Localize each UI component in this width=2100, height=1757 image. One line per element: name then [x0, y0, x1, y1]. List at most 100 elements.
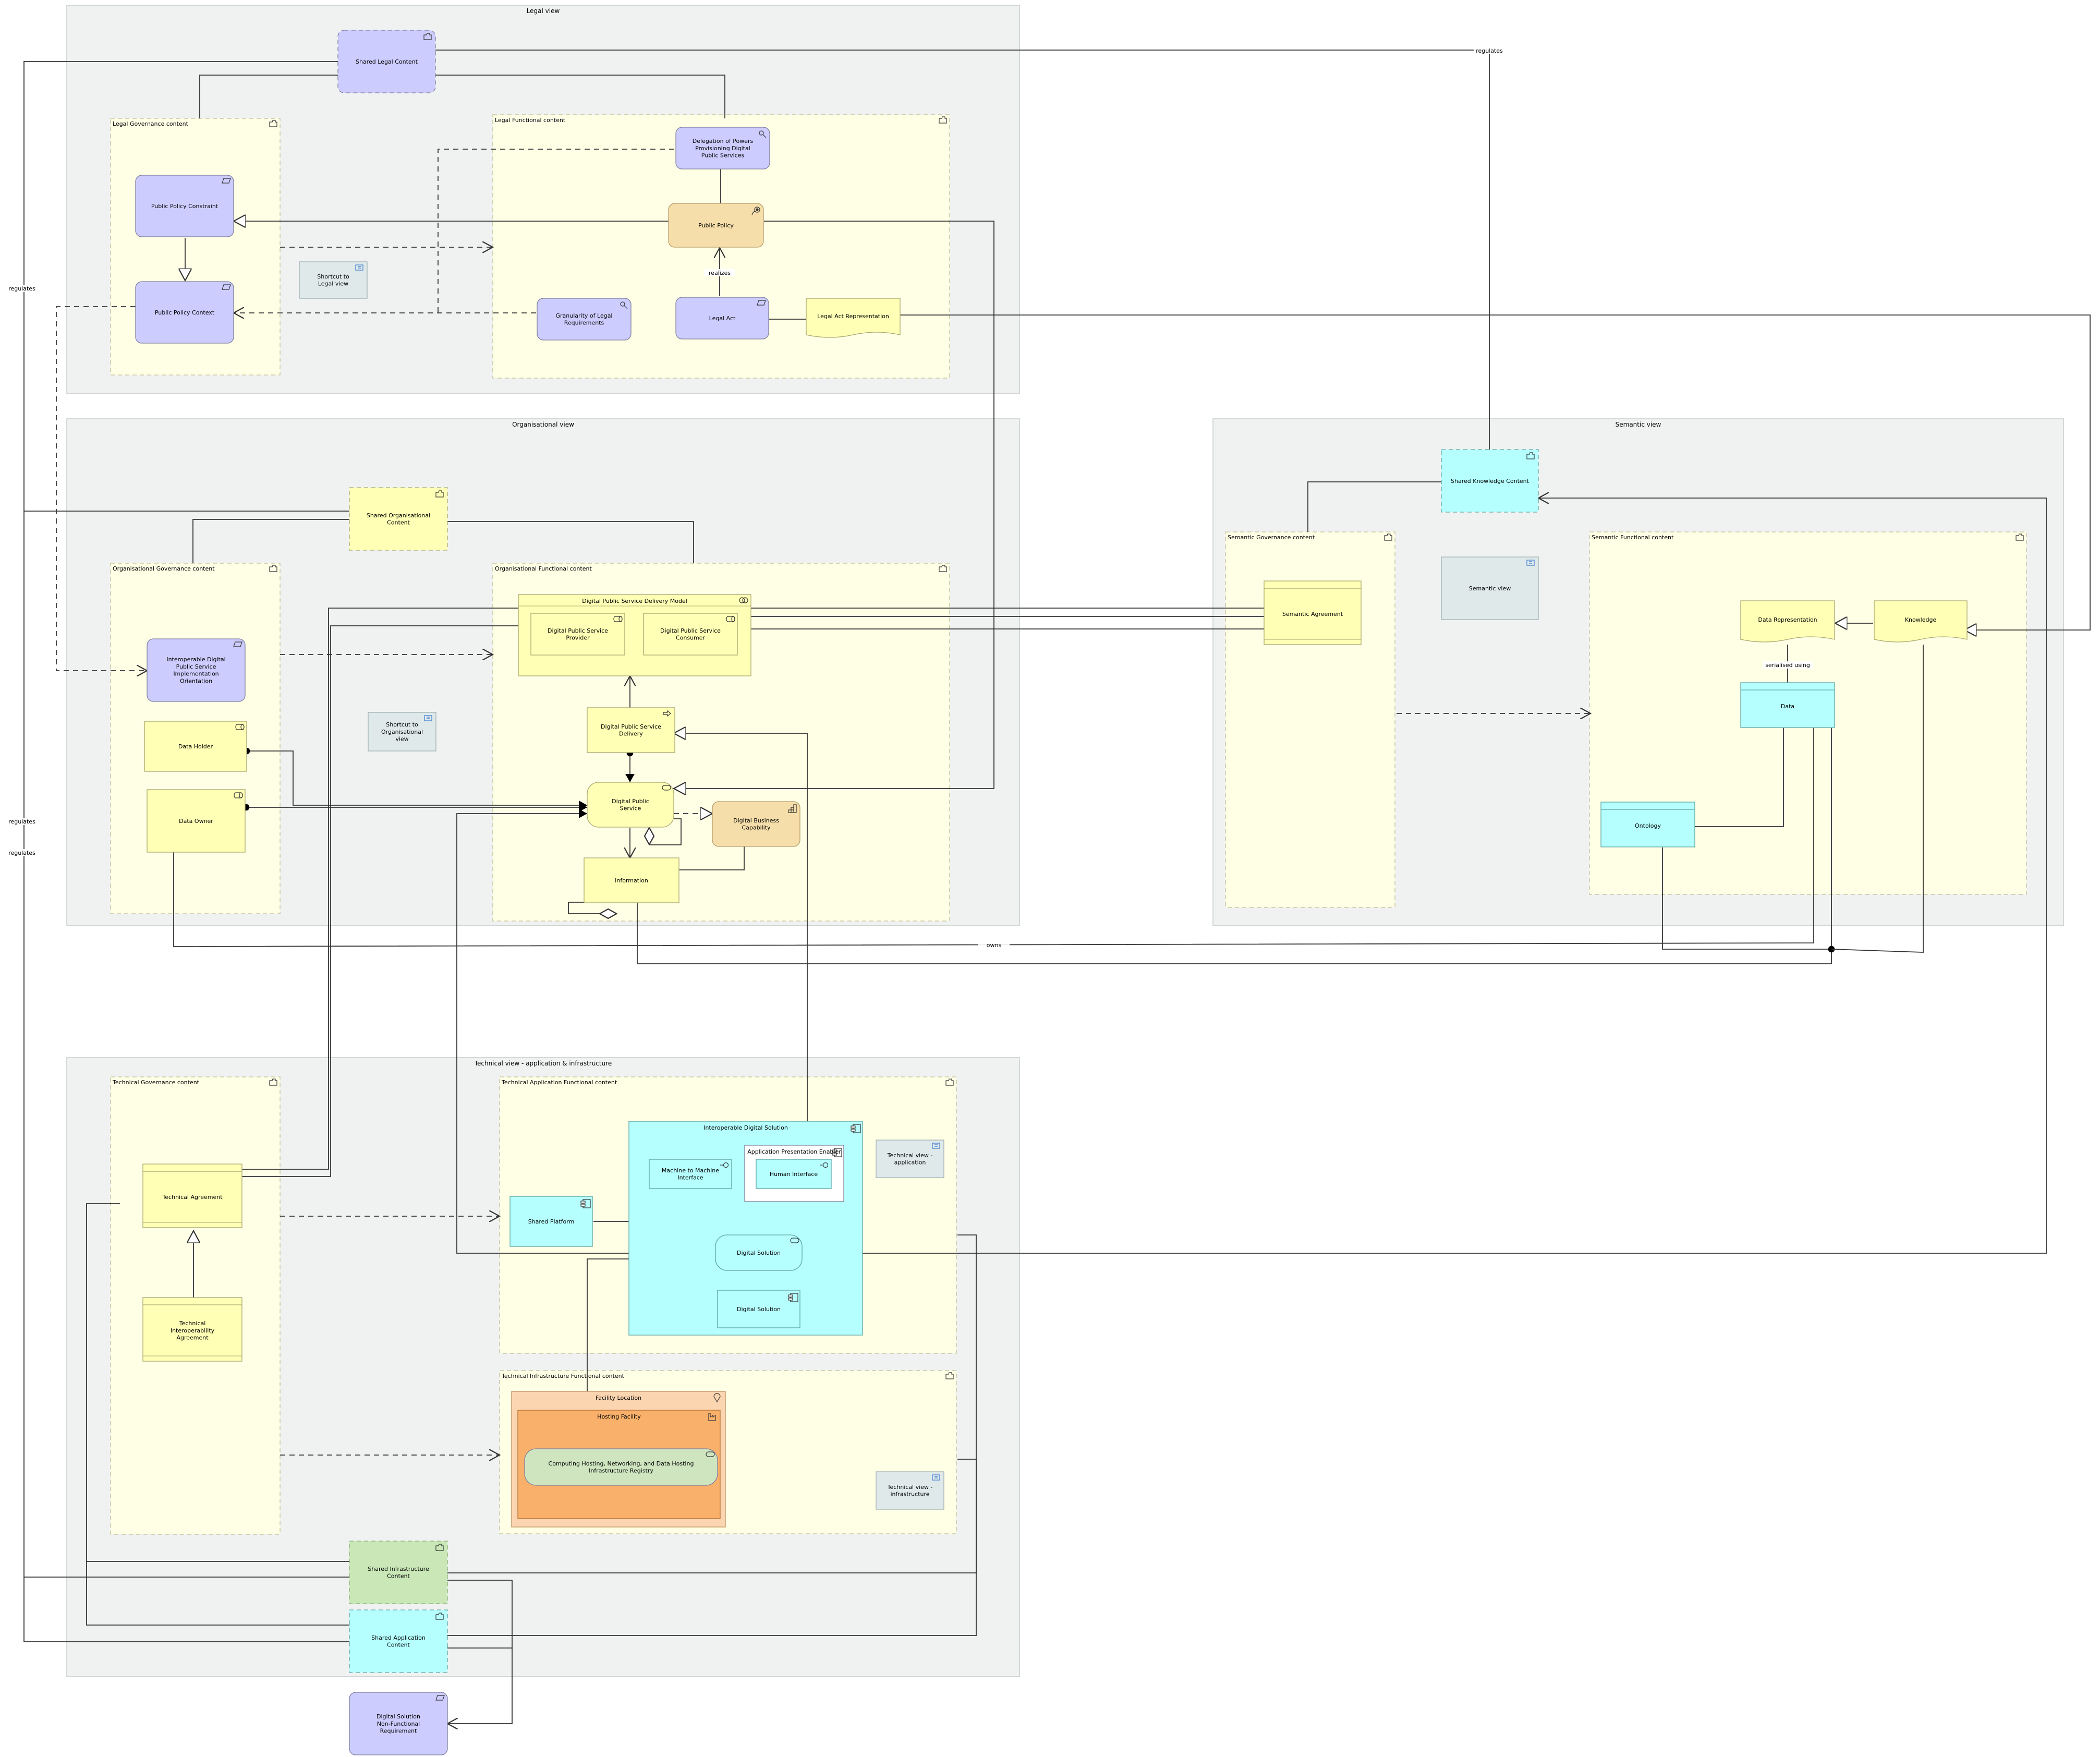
node-label: Digital Public Service Delivery Model: [582, 598, 687, 604]
node-information[interactable]: Information: [584, 857, 679, 903]
node-data-owner[interactable]: Data Owner: [147, 789, 246, 853]
node-data[interactable]: Data: [1740, 682, 1835, 728]
node-label: Data Holder: [178, 743, 213, 750]
node-sem-agreement[interactable]: Semantic Agreement: [1264, 580, 1362, 645]
node-label: Semantic view: [1469, 585, 1511, 592]
container-title: Organisational Functional content: [495, 565, 592, 572]
folder-icon: [435, 1544, 444, 1551]
node-label: Technical Agreement: [162, 1194, 223, 1201]
node-data-holder[interactable]: Data Holder: [144, 721, 247, 772]
interface-icon: [720, 1162, 729, 1168]
node-shared-knowledge[interactable]: Shared Knowledge Content: [1441, 449, 1539, 513]
node-tv-app[interactable]: Technical view -application: [876, 1140, 944, 1178]
node-shared-platform[interactable]: Shared Platform: [509, 1196, 593, 1247]
facility-icon: [708, 1413, 716, 1421]
course-of-action-icon: [751, 207, 760, 215]
folder-icon: [939, 565, 947, 572]
folder-icon: [945, 1079, 954, 1086]
service-icon: [662, 785, 671, 791]
node-ppc[interactable]: Public Policy Constraint: [135, 175, 234, 237]
node-data-rep[interactable]: Data Representation: [1740, 600, 1835, 643]
node-ds-service[interactable]: Digital Solution: [715, 1234, 803, 1271]
edge-ds-dps: [456, 809, 715, 1254]
node-label: Public Policy Context: [155, 309, 215, 316]
edge-dbc-info: [678, 846, 745, 870]
node-label: Interoperable Digital Solution: [703, 1124, 788, 1131]
edge-legalfunc-to-sharedlegal: [435, 75, 725, 118]
edge-publicpolicy-dps: [674, 221, 994, 789]
node-label: Shared Platform: [528, 1218, 575, 1225]
edge-label-lbl-regulates-left2: regulates: [8, 818, 35, 825]
node-label: Ontology: [1635, 822, 1661, 829]
component-icon: [851, 1124, 861, 1133]
edge-orggov-sharedorg: [192, 519, 349, 563]
view-group-title: Organisational view: [512, 421, 574, 428]
component-icon: [580, 1199, 591, 1208]
node-label: Public Policy: [698, 222, 734, 229]
container-title: Technical Infrastructure Functional cont…: [501, 1373, 625, 1379]
container-title: Technical Governance content: [112, 1079, 200, 1086]
node-label: Computing Hosting, Networking, and Data …: [549, 1460, 694, 1474]
view-icon: [355, 264, 363, 271]
edge-techagreement-semagreement-1: [242, 608, 1264, 1170]
role-icon: [613, 616, 623, 622]
node-tech-agreement[interactable]: Technical Agreement: [142, 1164, 242, 1228]
requirement-icon: [435, 1695, 445, 1701]
edge-label-lbl-regulates-top: regulates: [1476, 47, 1503, 54]
edge-semgov-sharedknowledge: [1307, 482, 1441, 532]
node-ontology[interactable]: Ontology: [1600, 802, 1695, 847]
node-tv-infra[interactable]: Technical view -infrastructure: [876, 1471, 944, 1510]
node-legal-act[interactable]: Legal Act: [675, 297, 769, 340]
node-knowledge[interactable]: Knowledge: [1874, 600, 1968, 643]
node-computing[interactable]: Computing Hosting, Networking, and Data …: [524, 1448, 718, 1486]
edge-ds-delivery: [674, 733, 808, 1150]
node-shared-legal[interactable]: Shared Legal Content: [337, 30, 436, 93]
node-label: Information: [615, 877, 648, 884]
requirement-icon: [222, 284, 231, 290]
edge-orgfunc-sharedorg: [447, 522, 694, 563]
node-sem-view-ref[interactable]: Semantic view: [1441, 556, 1539, 620]
node-label: Legal Act: [709, 315, 736, 322]
container-title: Organisational Governance content: [113, 565, 215, 572]
container-title: Semantic Governance content: [1228, 534, 1315, 541]
component-icon: [788, 1293, 798, 1302]
edge-techgov-infra: [86, 1203, 349, 1561]
edge-knowledge-data: [1831, 645, 1924, 953]
folder-icon: [1526, 452, 1535, 459]
node-human-if[interactable]: Human Interface: [756, 1159, 832, 1189]
node-ppctx[interactable]: Public Policy Context: [135, 281, 234, 344]
component-icon: [832, 1148, 842, 1157]
view-icon: [1526, 560, 1535, 566]
node-legal-act-rep[interactable]: Legal Act Representation: [806, 298, 901, 338]
node-label: Digital Solution: [737, 1306, 781, 1313]
node-label: Public Policy Constraint: [151, 203, 219, 210]
node-ds-component[interactable]: Digital Solution: [717, 1290, 800, 1328]
view-group-title: Semantic view: [1616, 421, 1661, 428]
node-public-policy[interactable]: Public Policy: [668, 203, 764, 248]
